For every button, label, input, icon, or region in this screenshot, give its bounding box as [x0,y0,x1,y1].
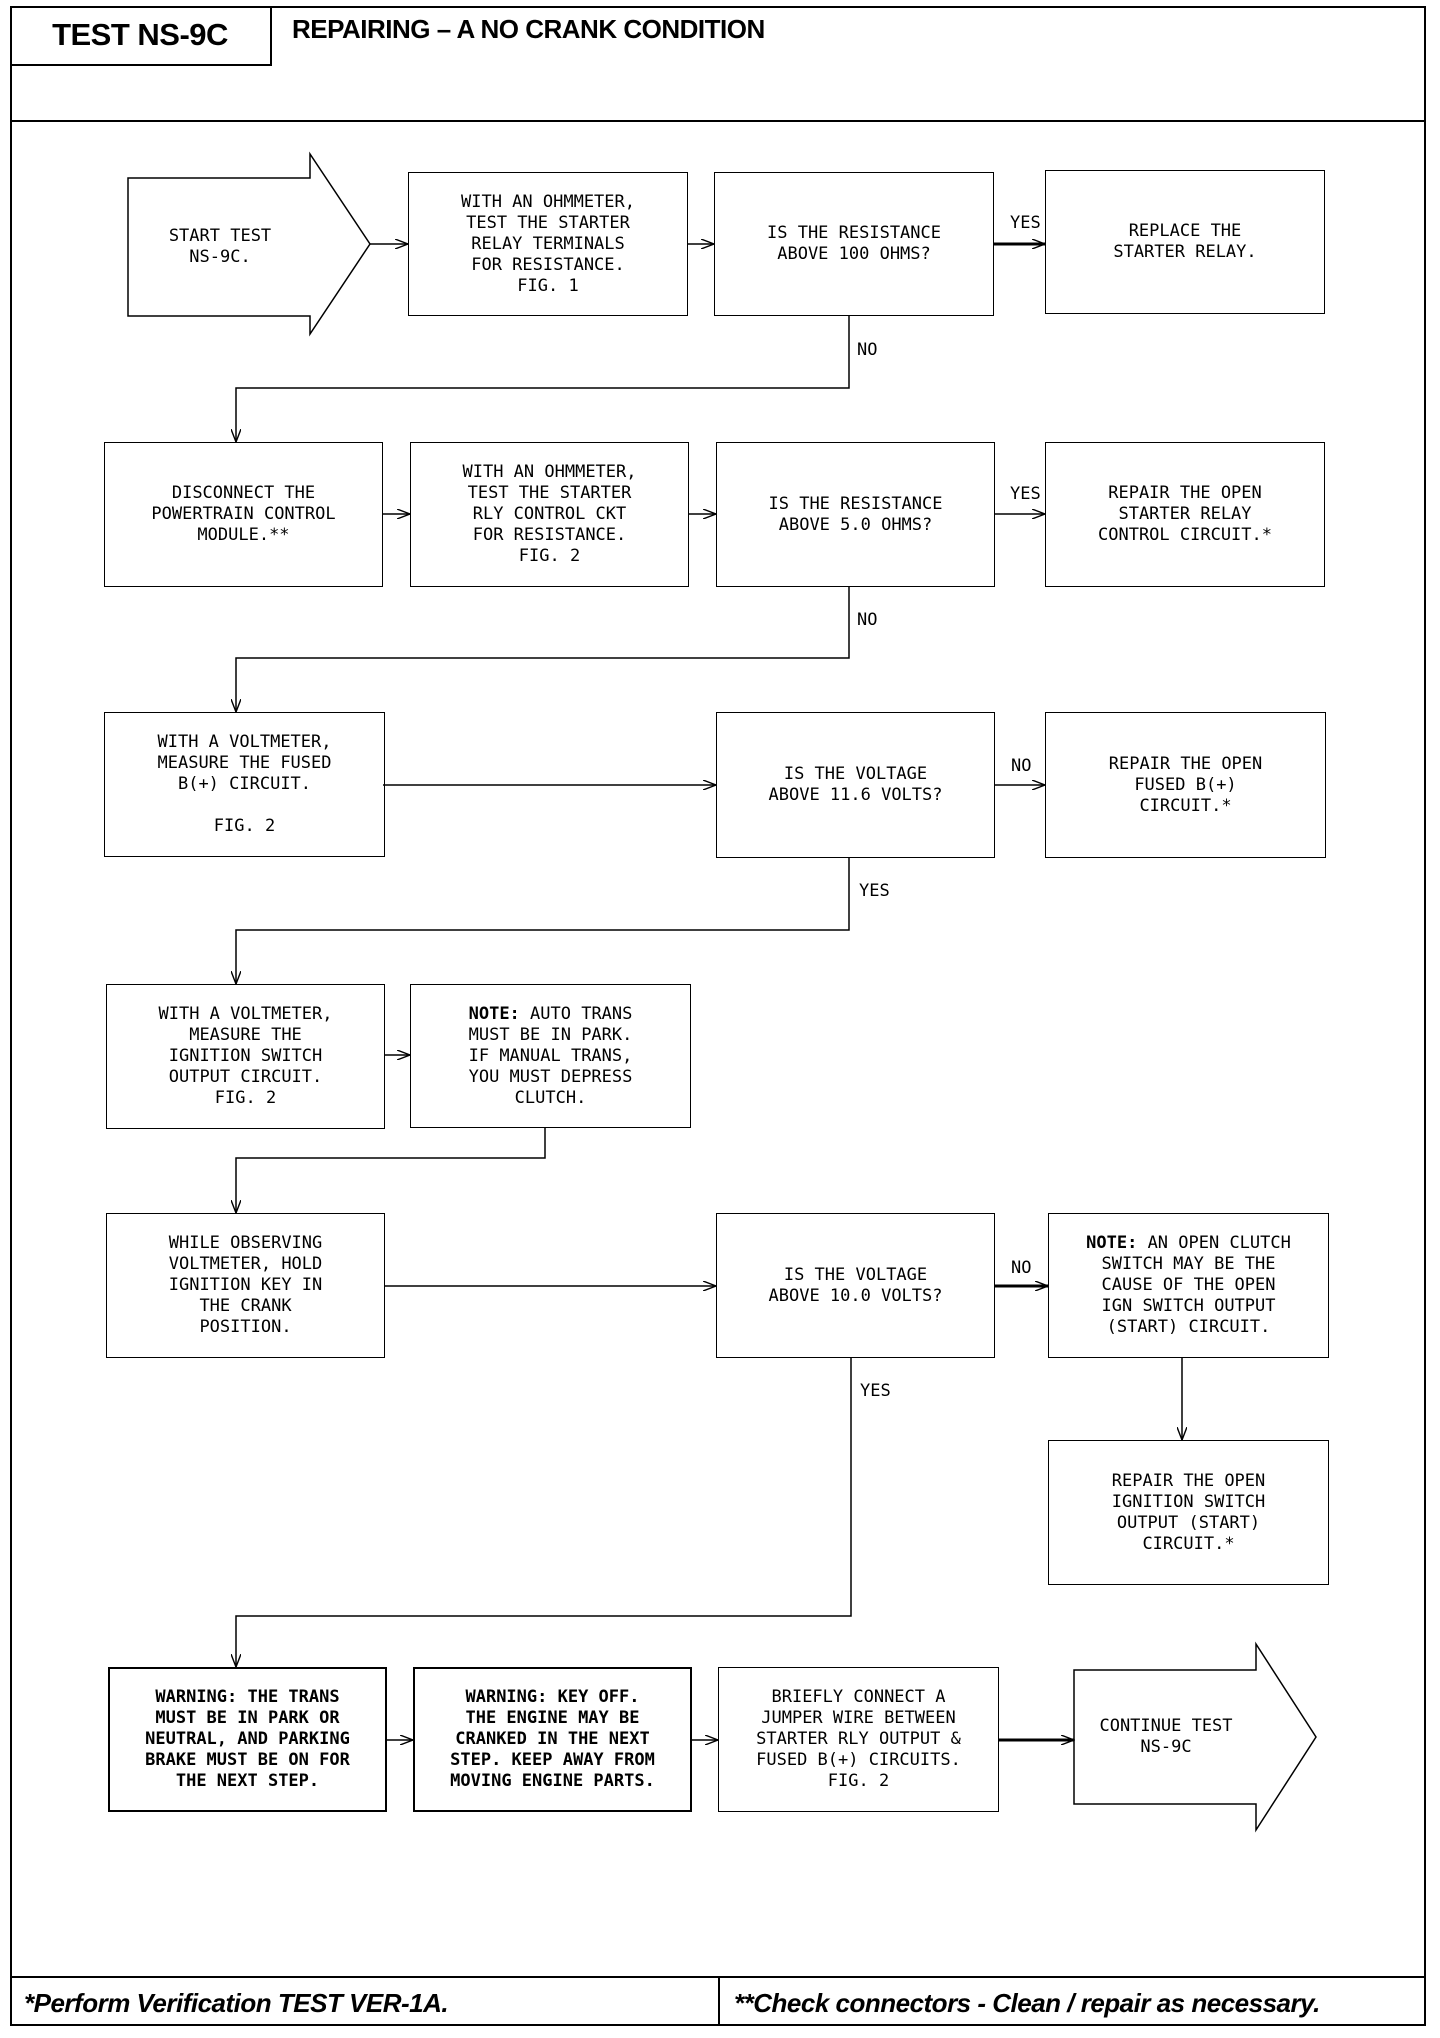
start-step: START TEST NS-9C. [130,178,310,316]
disconnect-pcm-step: DISCONNECT THE POWERTRAIN CONTROL MODULE… [104,442,383,587]
repair-relay-ckt-text: REPAIR THE OPEN STARTER RELAY CONTROL CI… [1098,483,1272,545]
note-clutch-text: NOTE: AN OPEN CLUTCH SWITCH MAY BE THE C… [1086,1233,1291,1338]
label-no: NO [857,340,878,360]
note-label: NOTE: [468,1003,520,1024]
test-rly-ckt-text: WITH AN OHMMETER, TEST THE STARTER RLY C… [462,462,637,566]
note-body: AUTO TRANS MUST BE IN PARK. IF MANUAL TR… [468,1003,633,1108]
measure-ignition-text: WITH A VOLTMETER, MEASURE THE IGNITION S… [158,1004,333,1108]
page-title: REPAIRING – A NO CRANK CONDITION [292,14,765,44]
connector-q100-no [236,316,850,442]
start-step-text: START TEST NS-9C. [168,226,272,267]
note-body: AN OPEN CLUTCH SWITCH MAY BE THE CAUSE O… [1101,1233,1291,1337]
label-no: NO [857,610,878,630]
repair-relay-ckt-step: REPAIR THE OPEN STARTER RELAY CONTROL CI… [1045,442,1325,587]
note-clutch-step: NOTE: AN OPEN CLUTCH SWITCH MAY BE THE C… [1048,1213,1329,1358]
observe-voltmeter-step: WHILE OBSERVING VOLTMETER, HOLD IGNITION… [106,1213,385,1358]
label-yes: YES [859,881,890,901]
question-voltage-11-text: IS THE VOLTAGE ABOVE 11.6 VOLTS? [768,764,943,805]
test-relay-text: WITH AN OHMMETER, TEST THE STARTER RELAY… [461,191,635,296]
continue-step-text: CONTINUE TEST NS-9C [1099,1716,1233,1757]
repair-fused-text: REPAIR THE OPEN FUSED B(+) CIRCUIT.* [1108,753,1263,816]
label-no: NO [1011,1258,1032,1278]
test-relay-step: WITH AN OHMMETER, TEST THE STARTER RELAY… [408,172,688,316]
test-rly-ckt-step: WITH AN OHMMETER, TEST THE STARTER RLY C… [410,442,689,587]
question-resistance-5: IS THE RESISTANCE ABOVE 5.0 OHMS? [716,442,995,587]
question-resistance-5-text: IS THE RESISTANCE ABOVE 5.0 OHMS? [768,493,943,535]
disconnect-pcm-text: DISCONNECT THE POWERTRAIN CONTROL MODULE… [151,483,336,545]
note-trans-text: NOTE: AUTO TRANS MUST BE IN PARK. IF MAN… [469,1004,633,1109]
jumper-wire-text: BRIEFLY CONNECT A JUMPER WIRE BETWEEN ST… [756,1687,961,1791]
continue-arrow-shape [1073,1641,1317,1833]
label-no: NO [1011,756,1032,776]
jumper-wire-step: BRIEFLY CONNECT A JUMPER WIRE BETWEEN ST… [718,1667,999,1812]
warning-key-text: WARNING: KEY OFF. THE ENGINE MAY BE CRAN… [450,1687,655,1791]
replace-relay-step: REPLACE THE STARTER RELAY. [1045,170,1325,314]
label-yes: YES [1010,213,1041,233]
note-label: NOTE: [1086,1233,1138,1253]
replace-relay-text: REPLACE THE STARTER RELAY. [1113,221,1257,262]
warning-trans-step: WARNING: THE TRANS MUST BE IN PARK OR NE… [108,1667,387,1812]
question-voltage-11: IS THE VOLTAGE ABOVE 11.6 VOLTS? [716,712,995,858]
start-arrow-shape [127,151,371,337]
label-yes: YES [860,1381,891,1401]
measure-fused-step: WITH A VOLTMETER, MEASURE THE FUSED B(+)… [104,712,385,857]
question-voltage-10: IS THE VOLTAGE ABOVE 10.0 VOLTS? [716,1213,995,1358]
observe-voltmeter-text: WHILE OBSERVING VOLTMETER, HOLD IGNITION… [168,1233,323,1337]
measure-fused-text: WITH A VOLTMETER, MEASURE THE FUSED B(+)… [157,732,332,836]
warning-trans-text: WARNING: THE TRANS MUST BE IN PARK OR NE… [145,1687,350,1791]
repair-fused-step: REPAIR THE OPEN FUSED B(+) CIRCUIT.* [1045,712,1326,858]
warning-key-step: WARNING: KEY OFF. THE ENGINE MAY BE CRAN… [413,1667,692,1812]
footnote-verification: *Perform Verification TEST VER-1A. [24,1988,449,2018]
question-resistance-100-text: IS THE RESISTANCE ABOVE 100 OHMS? [767,223,941,264]
footnote-connectors: **Check connectors - Clean / repair as n… [734,1988,1320,2018]
note-trans-step: NOTE: AUTO TRANS MUST BE IN PARK. IF MAN… [410,984,691,1128]
question-voltage-10-text: IS THE VOLTAGE ABOVE 10.0 VOLTS? [768,1264,943,1306]
connector-q5-no [236,586,850,712]
question-resistance-100: IS THE RESISTANCE ABOVE 100 OHMS? [714,172,994,316]
connector-q10-yes [236,1358,852,1667]
label-yes: YES [1010,484,1041,504]
header-divider [10,120,1426,122]
repair-ignition-text: REPAIR THE OPEN IGNITION SWITCH OUTPUT (… [1111,1470,1266,1554]
test-number: TEST NS-9C [10,6,272,66]
connector-note-down [236,1128,546,1213]
connector-q11-yes [236,858,850,984]
continue-step: CONTINUE TEST NS-9C [1076,1672,1256,1802]
footer-column-divider [718,1976,720,2026]
repair-ignition-step: REPAIR THE OPEN IGNITION SWITCH OUTPUT (… [1048,1440,1329,1585]
measure-ignition-step: WITH A VOLTMETER, MEASURE THE IGNITION S… [106,984,385,1129]
